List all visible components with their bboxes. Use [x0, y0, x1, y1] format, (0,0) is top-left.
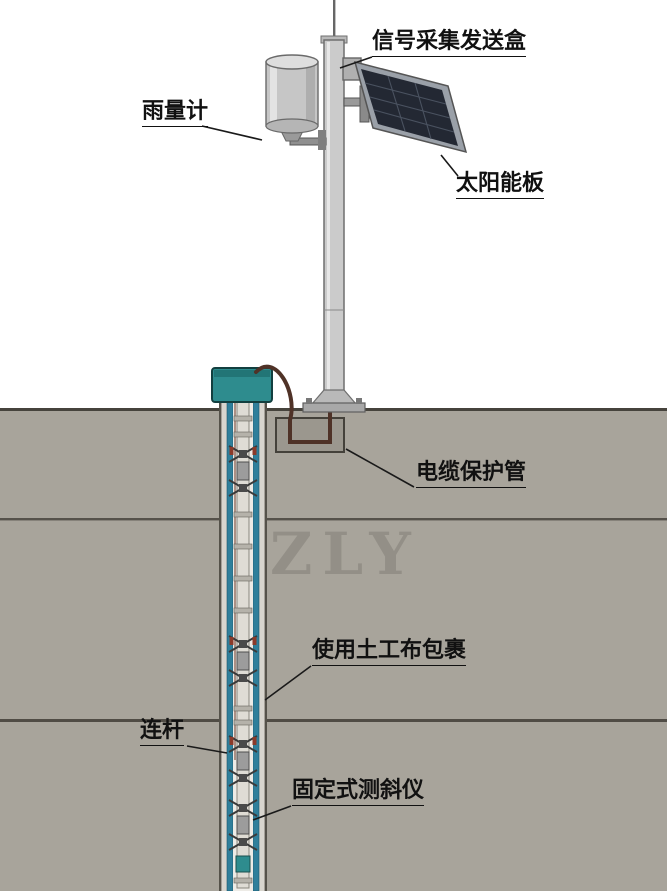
label-rain-gauge-text: 雨量计 — [142, 99, 209, 128]
monitoring-pole — [302, 0, 366, 413]
bottom-fitting — [235, 855, 251, 873]
label-inclinometer: 固定式测斜仪 — [292, 778, 425, 807]
label-solar-panel-text: 太阳能板 — [456, 171, 545, 200]
label-connecting-rod: 连杆 — [140, 718, 185, 747]
watermark-text: ZLY — [270, 520, 421, 588]
inclinometer-sensor-unit — [228, 445, 258, 497]
label-signal-box-text: 信号采集发送盒 — [372, 29, 527, 58]
pole-base-cone — [310, 389, 358, 405]
label-solar-panel: 太阳能板 — [456, 171, 545, 200]
cable-pit-box — [275, 417, 345, 453]
leader-signal-box — [339, 56, 373, 69]
borehole — [219, 393, 267, 891]
rain-gauge-highlight — [270, 64, 277, 124]
rain-gauge-bottom — [265, 118, 319, 134]
pole-base-plate — [302, 402, 366, 413]
rain-gauge-bracket — [318, 130, 326, 150]
panel-grid — [364, 75, 455, 140]
label-cable-pipe-text: 电缆保护管 — [416, 460, 527, 489]
solar-panel — [343, 60, 468, 154]
label-rain-gauge: 雨量计 — [142, 99, 209, 128]
wellhead-top-band — [214, 370, 270, 377]
ground-fill — [0, 410, 667, 891]
leader-inclinometer — [252, 805, 292, 821]
ground-joint-line-1 — [0, 518, 667, 521]
wellhead-cap — [211, 367, 273, 403]
leader-solar-panel — [440, 154, 459, 177]
anchor-bolt-left — [306, 398, 312, 404]
inclinometer-sensor-unit — [228, 799, 258, 851]
rain-gauge — [265, 54, 327, 150]
label-cable-pipe: 电缆保护管 — [416, 460, 527, 489]
label-geotextile: 使用土工布包裹 — [312, 638, 467, 667]
antenna-rod — [333, 0, 336, 40]
leader-cable-pipe — [345, 448, 415, 488]
ground — [0, 408, 667, 891]
borehole-wall-left — [219, 394, 222, 891]
leader-geotextile — [264, 665, 312, 701]
label-geotextile-text: 使用土工布包裹 — [312, 638, 467, 667]
inclinometer-sensor-unit — [228, 735, 258, 787]
rain-gauge-top — [265, 54, 319, 70]
ground-joint-line-2 — [0, 719, 667, 722]
leader-rain-gauge — [201, 125, 263, 141]
label-inclinometer-text: 固定式测斜仪 — [292, 778, 425, 807]
rain-gauge-shade — [306, 64, 315, 124]
pole-highlight — [327, 42, 330, 396]
label-signal-box: 信号采集发送盒 — [372, 29, 527, 58]
label-connecting-rod-text: 连杆 — [140, 718, 185, 747]
leader-connecting-rod — [186, 745, 228, 754]
rod-couplings — [233, 415, 253, 884]
inclinometer-sensor-unit — [228, 635, 258, 687]
borehole-wall-right — [264, 394, 267, 891]
anchor-bolt-right — [356, 398, 362, 404]
leader-lines — [186, 56, 459, 821]
